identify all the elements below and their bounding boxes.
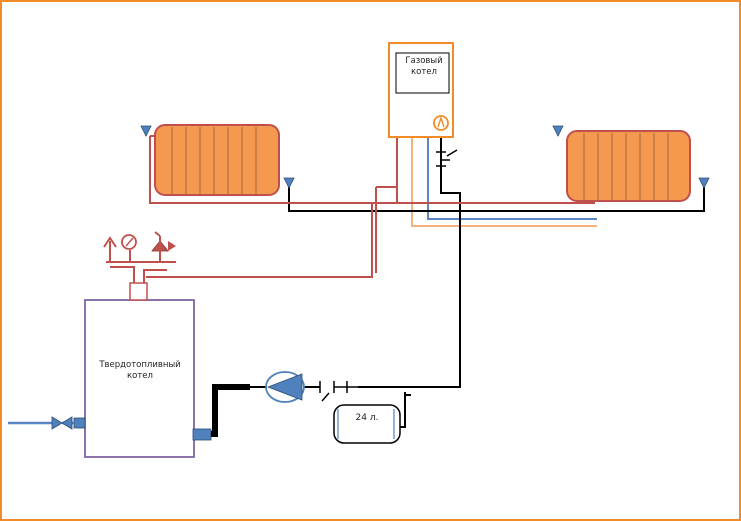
expansion-tank	[333, 394, 411, 444]
radiator-left	[154, 124, 280, 196]
pressure-gauge-icon	[121, 234, 137, 250]
outlet-fitting	[192, 428, 212, 441]
radiator-right	[566, 130, 691, 202]
safety-valve-icon	[151, 231, 176, 262]
air-vent-icon	[140, 125, 152, 137]
expansion-tank-label: 24 л.	[355, 413, 379, 423]
air-vent-icon	[283, 177, 295, 189]
check-valve-icon	[436, 149, 458, 167]
check-valve-icon	[319, 381, 358, 402]
gas-boiler	[388, 42, 454, 138]
pump-icon	[265, 371, 305, 403]
solid-fuel-boiler-label: Твердотопливный котел	[99, 360, 181, 382]
solid-boiler-return	[211, 384, 250, 437]
air-vent-icon	[552, 125, 564, 137]
air-vent-icon	[698, 177, 710, 189]
air-vent-icon	[103, 236, 117, 262]
ball-valve-icon	[51, 416, 73, 430]
gas-boiler-label: Газовый котел	[405, 56, 443, 78]
inlet-fitting	[73, 417, 86, 429]
burner-flame-icon	[433, 115, 449, 131]
gas-boiler-water-lines	[411, 137, 597, 227]
return-pipe	[288, 137, 705, 428]
solid-fuel-boiler	[73, 282, 212, 458]
